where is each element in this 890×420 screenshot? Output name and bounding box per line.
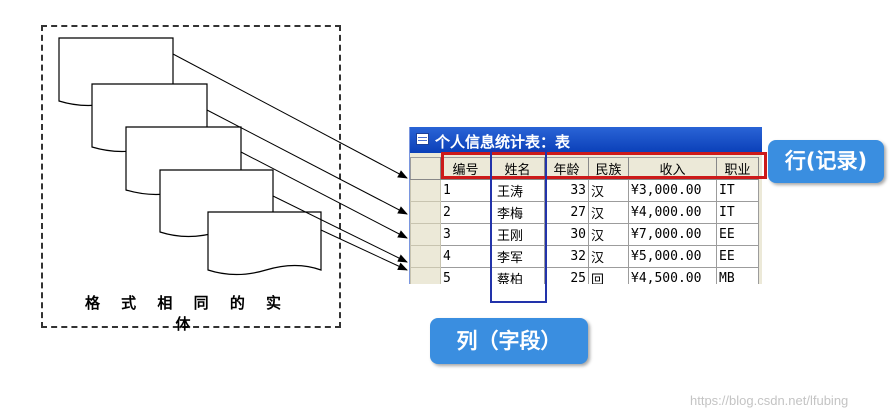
datasheet-icon	[416, 133, 429, 145]
field-column-highlight	[490, 150, 547, 303]
cell-age[interactable]: 30	[544, 223, 589, 246]
row-selector-header[interactable]	[410, 157, 441, 180]
watermark: https://blog.csdn.net/lfubing	[690, 393, 849, 408]
cell-ethnicity[interactable]: 汉	[588, 179, 629, 202]
cell-id[interactable]: 5	[440, 267, 491, 284]
record-row-highlight	[441, 152, 767, 179]
column-header[interactable]: 民族	[588, 157, 629, 180]
cell-id[interactable]: 2	[440, 201, 491, 224]
table-row: 3 王刚 30 汉 ¥7,000.00 EE	[410, 223, 759, 246]
table-title: 个人信息统计表：表	[435, 133, 571, 151]
arrow-to-row-5	[320, 229, 408, 271]
cell-occupation[interactable]: IT	[716, 201, 759, 224]
column-header[interactable]: 编号	[440, 157, 491, 180]
table-title-bar[interactable]: 个人信息统计表：表	[410, 127, 762, 153]
field-callout: 列（字段）	[430, 318, 588, 364]
column-header[interactable]: 年龄	[544, 157, 589, 180]
cell-income[interactable]: ¥7,000.00	[628, 223, 717, 246]
entity-group-frame	[41, 25, 341, 328]
cell-occupation[interactable]: MB	[716, 267, 759, 284]
cell-occupation[interactable]: IT	[716, 179, 759, 202]
cell-age[interactable]: 32	[544, 245, 589, 268]
arrow-to-row-4	[272, 195, 408, 263]
cell-age[interactable]: 33	[544, 179, 589, 202]
column-header[interactable]: 姓名	[490, 157, 545, 180]
row-selector[interactable]	[410, 201, 441, 224]
cell-ethnicity[interactable]: 汉	[588, 201, 629, 224]
table-row: 4 李军 32 汉 ¥5,000.00 EE	[410, 245, 759, 268]
arrow-to-row-2	[206, 109, 408, 215]
table-row: 1 王涛 33 汉 ¥3,000.00 IT	[410, 179, 759, 202]
row-selector[interactable]	[410, 245, 441, 268]
cell-id[interactable]: 4	[440, 245, 491, 268]
header-row: 编号 姓名 年龄 民族 收入 职业	[410, 157, 759, 180]
cell-occupation[interactable]: EE	[716, 245, 759, 268]
cell-income[interactable]: ¥4,500.00	[628, 267, 717, 284]
table-row: 5 蔡柏 25 回 ¥4,500.00 MB	[410, 267, 759, 284]
cell-occupation[interactable]: EE	[716, 223, 759, 246]
cell-ethnicity[interactable]: 回	[588, 267, 629, 284]
table-row: 2 李梅 27 汉 ¥4,000.00 IT	[410, 201, 759, 224]
cell-name[interactable]: 李梅	[490, 201, 545, 224]
cell-income[interactable]: ¥4,000.00	[628, 201, 717, 224]
cell-ethnicity[interactable]: 汉	[588, 223, 629, 246]
cell-id[interactable]: 1	[440, 179, 491, 202]
cell-age[interactable]: 25	[544, 267, 589, 284]
column-header[interactable]: 收入	[628, 157, 717, 180]
record-callout: 行(记录)	[768, 140, 884, 183]
cell-id[interactable]: 3	[440, 223, 491, 246]
table-window: 个人信息统计表：表 编号 姓名 年龄 民族 收入 职业 1 王涛 33 汉	[409, 127, 762, 284]
cell-age[interactable]: 27	[544, 201, 589, 224]
cell-income[interactable]: ¥3,000.00	[628, 179, 717, 202]
arrow-to-row-3	[240, 151, 408, 239]
row-selector[interactable]	[410, 267, 441, 284]
cell-ethnicity[interactable]: 汉	[588, 245, 629, 268]
row-selector[interactable]	[410, 223, 441, 246]
entity-document-5	[207, 211, 322, 276]
cell-name[interactable]: 王刚	[490, 223, 545, 246]
column-header[interactable]: 职业	[716, 157, 759, 180]
row-selector[interactable]	[410, 179, 441, 202]
arrow-to-row-1	[172, 53, 408, 179]
entity-group-caption: 格 式 相 同 的 实 体	[84, 294, 290, 333]
cell-income[interactable]: ¥5,000.00	[628, 245, 717, 268]
